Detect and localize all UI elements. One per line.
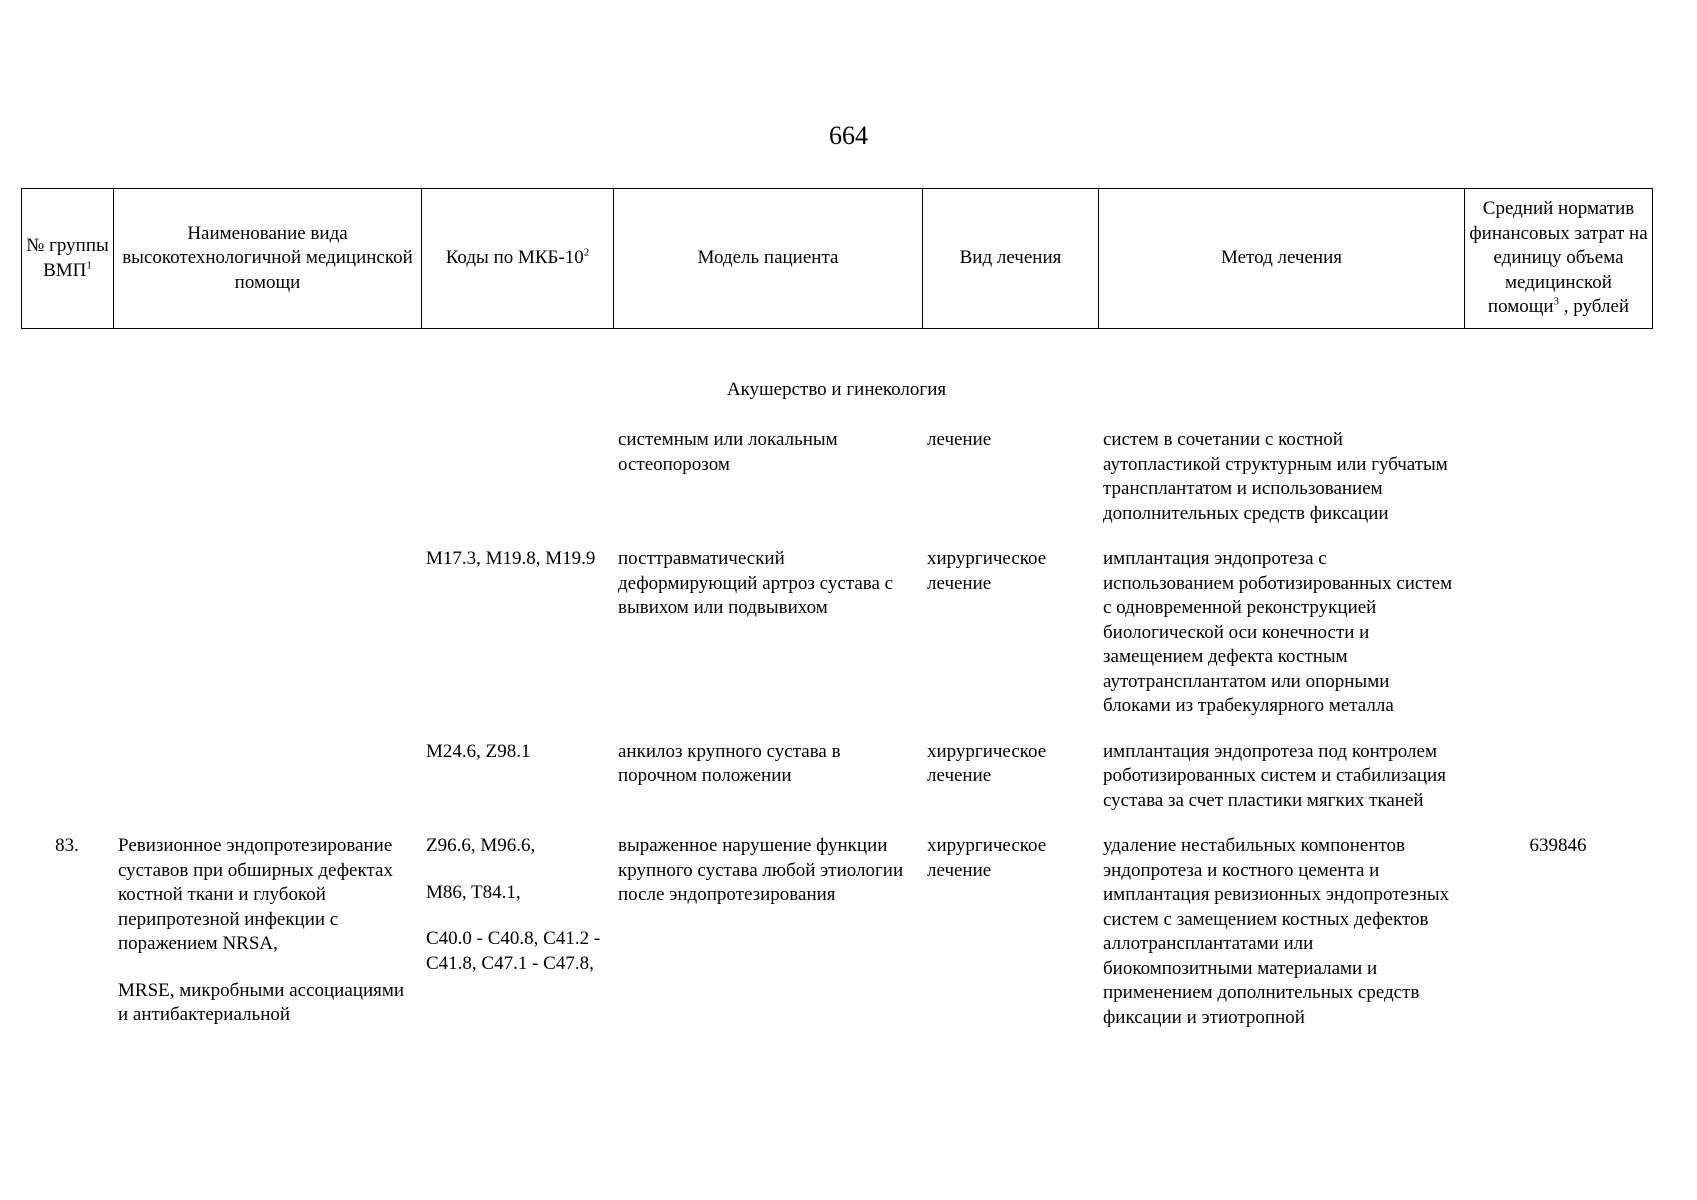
cell-icd-codes: M17.3, M19.8, M19.9 xyxy=(426,548,596,569)
cell-average-cost xyxy=(1464,740,1652,835)
cell-care-type-name xyxy=(113,428,421,547)
cell-treatment-type: хирургическое лечение xyxy=(927,835,1047,881)
table-row: 83. Ревизионное эндопротезирование суста… xyxy=(21,834,1652,1030)
cell-group-number xyxy=(21,740,113,835)
section-title: Акушерство и гинекология xyxy=(726,379,947,400)
cell-average-cost: 639846 xyxy=(1529,835,1587,856)
icd-codes-part: M86, T84.1, xyxy=(426,881,521,903)
cell-icd-codes: M24.6, Z98.1 xyxy=(426,740,531,762)
cell-treatment-method: имплантация эндопротеза с использованием… xyxy=(1103,548,1453,716)
cell-treatment-method: удаление нестабильных компонентов эндопр… xyxy=(1103,835,1450,1028)
care-type-name-part: Ревизионное эндопротезирование суставов … xyxy=(118,835,393,954)
cell-average-cost xyxy=(1464,428,1652,547)
cell-patient-model: анкилоз крупного сустава в порочном поло… xyxy=(618,740,841,787)
cell-group-number: 83. xyxy=(55,835,79,856)
cell-average-cost xyxy=(1464,547,1652,740)
header-treatment-method: Метод лечения xyxy=(1098,188,1465,329)
cell-treatment-type: хирургическое лечение xyxy=(927,740,1047,787)
cell-group-number xyxy=(21,428,113,547)
icd-codes-part: Z96.6, M96.6, xyxy=(426,835,536,856)
table-row: M17.3, M19.8, M19.9 посттравматический д… xyxy=(21,547,1652,740)
cell-patient-model: выраженное нарушение функции крупного су… xyxy=(618,835,904,905)
table-row: M24.6, Z98.1 анкилоз крупного сустава в … xyxy=(21,740,1652,835)
header-care-type-name: Наименование вида высокотехнологичной ме… xyxy=(113,188,422,329)
cell-treatment-type: лечение xyxy=(927,429,992,450)
cell-group-number xyxy=(21,547,113,740)
cell-treatment-type: хирургическое лечение xyxy=(927,548,1047,594)
table-row: системным или локальным остеопорозом леч… xyxy=(21,428,1652,547)
table-body: системным или локальным остеопорозом леч… xyxy=(21,428,1652,1030)
page-number: 664 xyxy=(829,121,868,150)
cell-treatment-method: систем в сочетании с костной аутопластик… xyxy=(1103,429,1448,524)
cell-icd-codes xyxy=(421,428,613,547)
icd-codes-part: C40.0 - C40.8, C41.2 - C41.8, C47.1 - C4… xyxy=(426,928,601,974)
header-group-number: № группы ВМП1 xyxy=(21,188,114,329)
care-type-name-part: MRSE, микробными ассоциациями и антибакт… xyxy=(118,979,405,1026)
header-icd-codes: Коды по МКБ-102 xyxy=(421,188,614,329)
cell-treatment-method: имплантация эндопротеза под контролем ро… xyxy=(1103,740,1446,811)
cell-care-type-name xyxy=(113,547,421,740)
cell-patient-model: системным или локальным остеопорозом xyxy=(618,429,838,475)
cell-icd-codes: Z96.6, M96.6, M86, T84.1, C40.0 - C40.8,… xyxy=(421,834,613,1030)
cell-care-type-name: Ревизионное эндопротезирование суставов … xyxy=(113,834,421,1030)
header-treatment-type: Вид лечения xyxy=(922,188,1099,329)
header-patient-model: Модель пациента xyxy=(613,188,923,329)
header-average-cost: Средний норматив финансовых затрат на ед… xyxy=(1464,188,1653,329)
cell-patient-model: посттравматический деформирующий артроз … xyxy=(618,548,894,618)
table-header: № группы ВМП1 Наименование вида высокоте… xyxy=(21,188,1653,329)
cell-care-type-name xyxy=(113,740,421,835)
